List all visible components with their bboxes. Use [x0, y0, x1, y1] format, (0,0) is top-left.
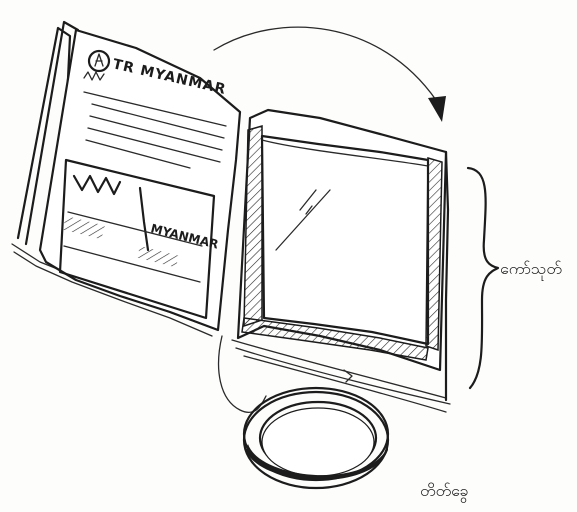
turn-arrow: [214, 27, 446, 122]
tape-ring: [244, 388, 388, 488]
arrow-head-icon: [428, 96, 446, 122]
ring-label: တိတ်ခွေ: [420, 481, 468, 503]
left-page: TR MYANMAR MYANMAR: [40, 30, 240, 330]
cover-brace: [468, 168, 498, 388]
adhesive-strip-left: [244, 126, 262, 326]
cover-label: ကော်သုတ်: [500, 259, 562, 281]
right-page: [232, 110, 450, 412]
